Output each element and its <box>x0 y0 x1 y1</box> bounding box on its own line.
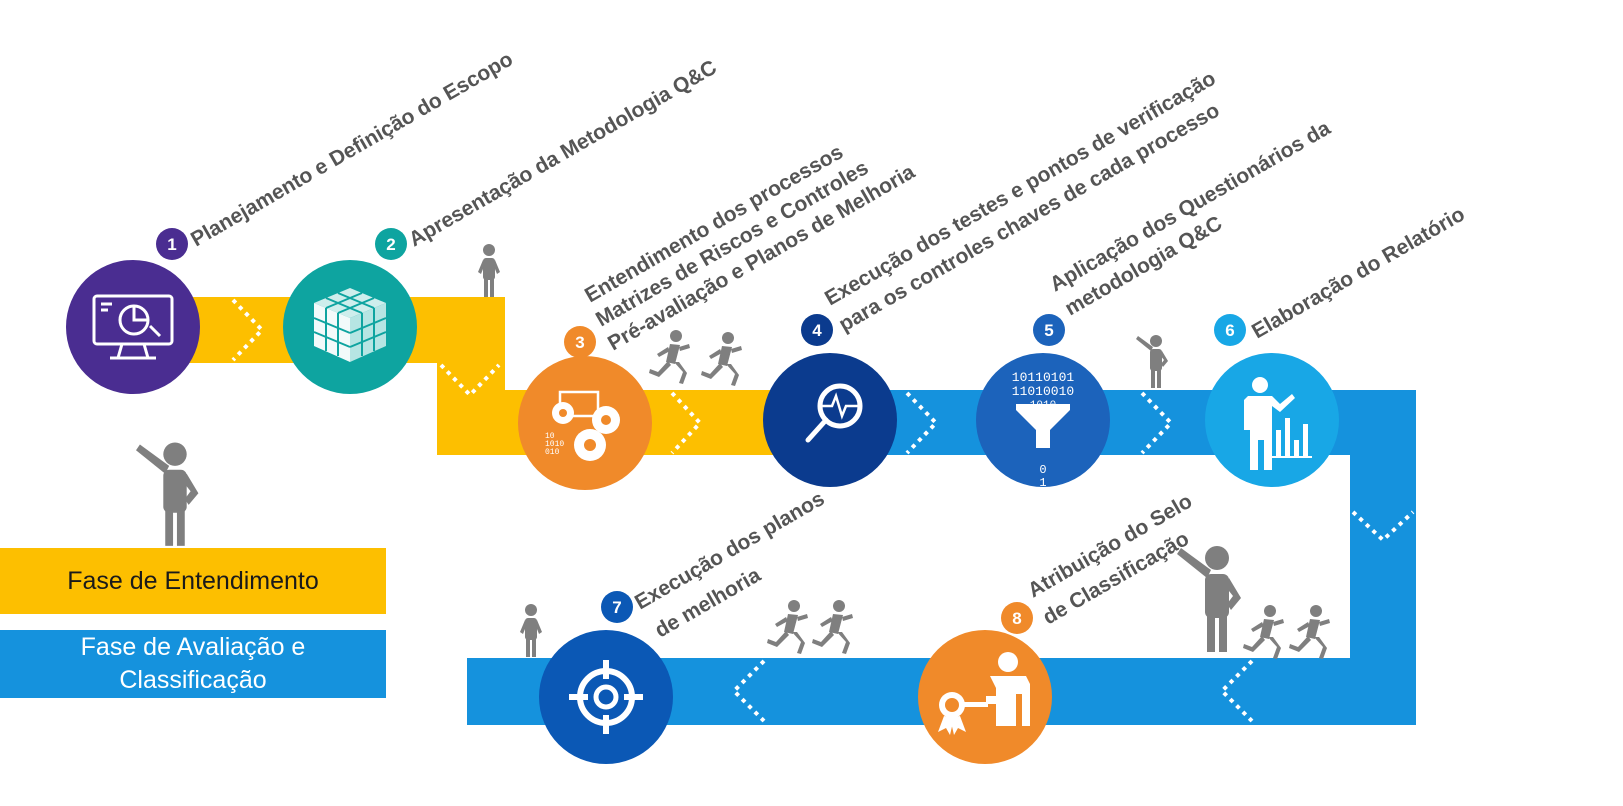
step-8-number: 8 <box>1012 609 1021 628</box>
svg-text:010: 010 <box>545 448 560 457</box>
running-person-icon <box>767 600 808 654</box>
step-4-badge <box>801 314 833 346</box>
pointing-person-icon <box>1177 546 1241 652</box>
running-person-icon <box>701 332 742 386</box>
step-1-circle <box>66 260 200 394</box>
step-2-number: 2 <box>386 235 395 254</box>
running-person-icon <box>1243 605 1284 659</box>
target-icon <box>569 660 643 734</box>
funnel-bits-5: 1 <box>1039 476 1046 490</box>
funnel-icon: 10110101 11010010 1010 0 1 <box>1012 370 1075 490</box>
presenter-chart-icon <box>1244 377 1312 470</box>
funnel-bits-4: 0 <box>1039 463 1046 477</box>
legend-understanding-phase: Fase de Entendimento <box>0 548 386 614</box>
legend-evaluation-label-line-1: Fase de Avaliação e <box>80 633 306 661</box>
standing-person-icon <box>478 244 500 297</box>
standing-person-icon <box>520 604 542 657</box>
step-7-badge <box>601 591 633 623</box>
svg-text:10: 10 <box>545 432 555 441</box>
running-person-icon <box>649 330 690 384</box>
step-1-badge <box>156 228 188 260</box>
svg-text:1010: 1010 <box>545 440 564 449</box>
award-icon <box>938 652 1030 735</box>
monitor-chart-icon <box>92 294 174 360</box>
step-6-number: 6 <box>1225 321 1234 340</box>
step-6-label: Elaboração do Relatório <box>1248 203 1469 344</box>
funnel-bits-2: 11010010 <box>1012 384 1074 399</box>
step-3-badge <box>564 326 596 358</box>
legend-understanding-label: Fase de Entendimento <box>67 566 319 595</box>
step-3-number: 3 <box>575 333 584 352</box>
running-person-icon <box>812 600 853 654</box>
step-3-circle <box>518 356 652 490</box>
running-person-icon <box>1289 605 1330 659</box>
step-2-badge <box>375 228 407 260</box>
gears-icon: 10 1010 010 <box>545 390 620 461</box>
step-8-badge <box>1001 602 1033 634</box>
legend-evaluation-label-line-2: Classificação <box>119 666 267 694</box>
step-7: 7 Execução dos planos de melhoria <box>539 487 828 764</box>
step-7-circle <box>539 630 673 764</box>
step-7-number: 7 <box>612 598 621 617</box>
magnifier-icon <box>805 383 863 443</box>
funnel-bits-1: 10110101 <box>1012 370 1075 385</box>
step-6-badge <box>1214 314 1246 346</box>
legend-evaluation-phase: Fase de Avaliação e Classificação <box>0 630 386 698</box>
step-5-badge <box>1033 314 1065 346</box>
step-4-circle <box>763 353 897 487</box>
step-5-number: 5 <box>1044 321 1053 340</box>
step-8-circle <box>918 630 1052 764</box>
step-1-number: 1 <box>167 235 176 254</box>
pointing-person-icon <box>1136 335 1168 388</box>
cube-icon <box>313 288 387 362</box>
pointing-person-icon <box>136 442 199 546</box>
step-4-number: 4 <box>812 321 822 340</box>
